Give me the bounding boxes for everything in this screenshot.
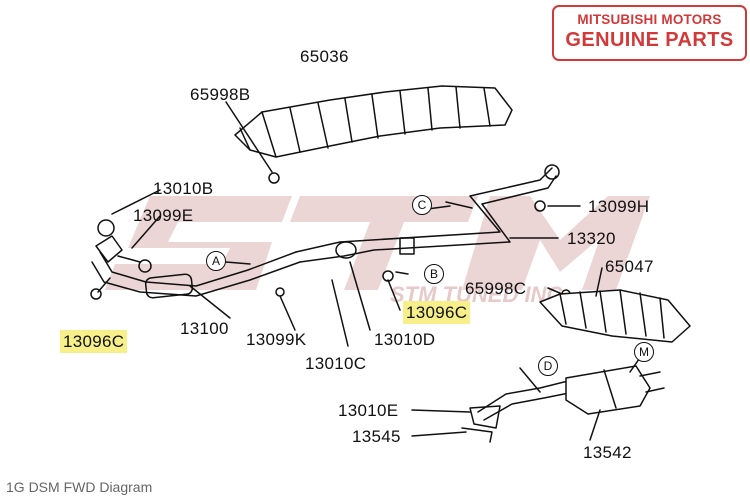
badge-title: GENUINE PARTS (565, 29, 734, 51)
callout-c: C (412, 195, 432, 215)
part-label-13542: 13542 (583, 443, 632, 462)
callout-b: B (424, 264, 444, 284)
part-label-65036: 65036 (300, 47, 349, 66)
part-label-13010c: 13010C (305, 354, 367, 373)
callout-m: M (634, 342, 654, 362)
heat-shield-65047 (539, 289, 691, 343)
part-label-13320: 13320 (567, 229, 616, 248)
callout-a: A (206, 251, 226, 271)
part-label-13010d: 13010D (374, 330, 436, 349)
part-label-65047: 65047 (605, 257, 654, 276)
genuine-parts-badge: MITSUBISHI MOTORS GENUINE PARTS (552, 5, 747, 61)
part-label-13010e: 13010E (338, 401, 399, 420)
front-pipe-13100 (91, 219, 301, 299)
center-pipe (295, 167, 557, 263)
part-label-13096c-left: 13096C (60, 330, 128, 353)
part-label-13099k: 13099K (246, 330, 307, 349)
part-label-13099h: 13099H (588, 197, 650, 216)
diagram-caption: 1G DSM FWD Diagram (6, 479, 153, 495)
part-label-65998b: 65998B (190, 85, 251, 104)
part-label-13010b: 13010B (153, 179, 214, 198)
muffler-13542 (477, 365, 665, 421)
part-label-13545: 13545 (352, 427, 401, 446)
part-label-65998c: 65998C (465, 279, 527, 298)
part-label-13096c-mid: 13096C (403, 301, 471, 324)
heat-shield-65036 (234, 85, 513, 158)
callout-d: D (538, 356, 558, 376)
part-label-13100: 13100 (180, 319, 229, 338)
part-label-13099e: 13099E (133, 206, 194, 225)
badge-brand: MITSUBISHI MOTORS (577, 12, 722, 27)
